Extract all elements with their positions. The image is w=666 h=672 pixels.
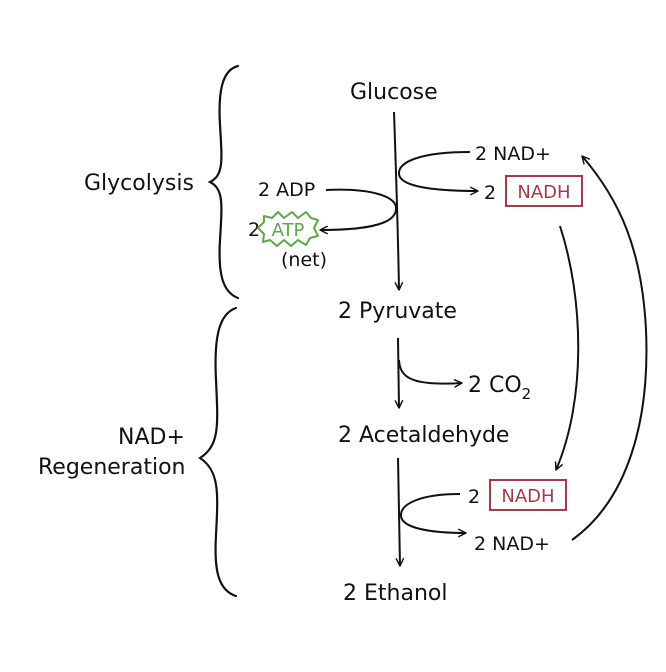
co2-release-arrow	[398, 359, 463, 388]
net-label: (net)	[281, 249, 327, 271]
acetaldehyde-to-ethanol-arrow	[395, 457, 405, 567]
co2-label: 2 CO2	[468, 373, 531, 403]
nadh-box-top	[505, 175, 583, 207]
nad-regeneration-label-line1: NAD+	[118, 425, 185, 450]
nad-output-label: 2 NAD+	[474, 533, 550, 555]
glucose-label: Glucose	[350, 80, 438, 105]
nad-recycle-arrow	[571, 155, 648, 541]
nadh-box-bottom	[489, 479, 567, 511]
nadh-transfer-arrow	[554, 225, 580, 471]
nadh-to-nad-arrow	[400, 493, 467, 538]
nad-to-nadh-arrow	[398, 151, 479, 196]
adp-to-atp-arrow	[319, 188, 398, 235]
glucose-to-pyruvate-arrow	[393, 111, 404, 291]
co2-subscript: 2	[522, 385, 532, 403]
nadh-coefficient-bottom: 2	[468, 486, 480, 508]
pyruvate-to-acetaldehyde-arrow	[394, 337, 404, 409]
nadh-label-top: NADH	[517, 182, 570, 203]
glycolysis-brace	[207, 64, 240, 300]
nad-input-label: 2 NAD+	[475, 143, 551, 165]
regeneration-brace	[197, 306, 238, 598]
atp-coefficient: 2	[248, 219, 260, 241]
nad-regeneration-label-line2: Regeneration	[38, 455, 185, 480]
acetaldehyde-label: 2 Acetaldehyde	[338, 423, 509, 448]
ethanol-label: 2 Ethanol	[343, 581, 447, 606]
atp-label: ATP	[272, 220, 305, 241]
co2-prefix: 2 CO	[468, 373, 522, 398]
nadh-label-bottom: NADH	[501, 486, 554, 507]
adp-label: 2 ADP	[258, 179, 315, 201]
pyruvate-label: 2 Pyruvate	[338, 299, 457, 324]
atp-burst-icon	[257, 211, 319, 247]
nadh-coefficient-top: 2	[484, 182, 496, 204]
glycolysis-label: Glycolysis	[84, 171, 194, 196]
